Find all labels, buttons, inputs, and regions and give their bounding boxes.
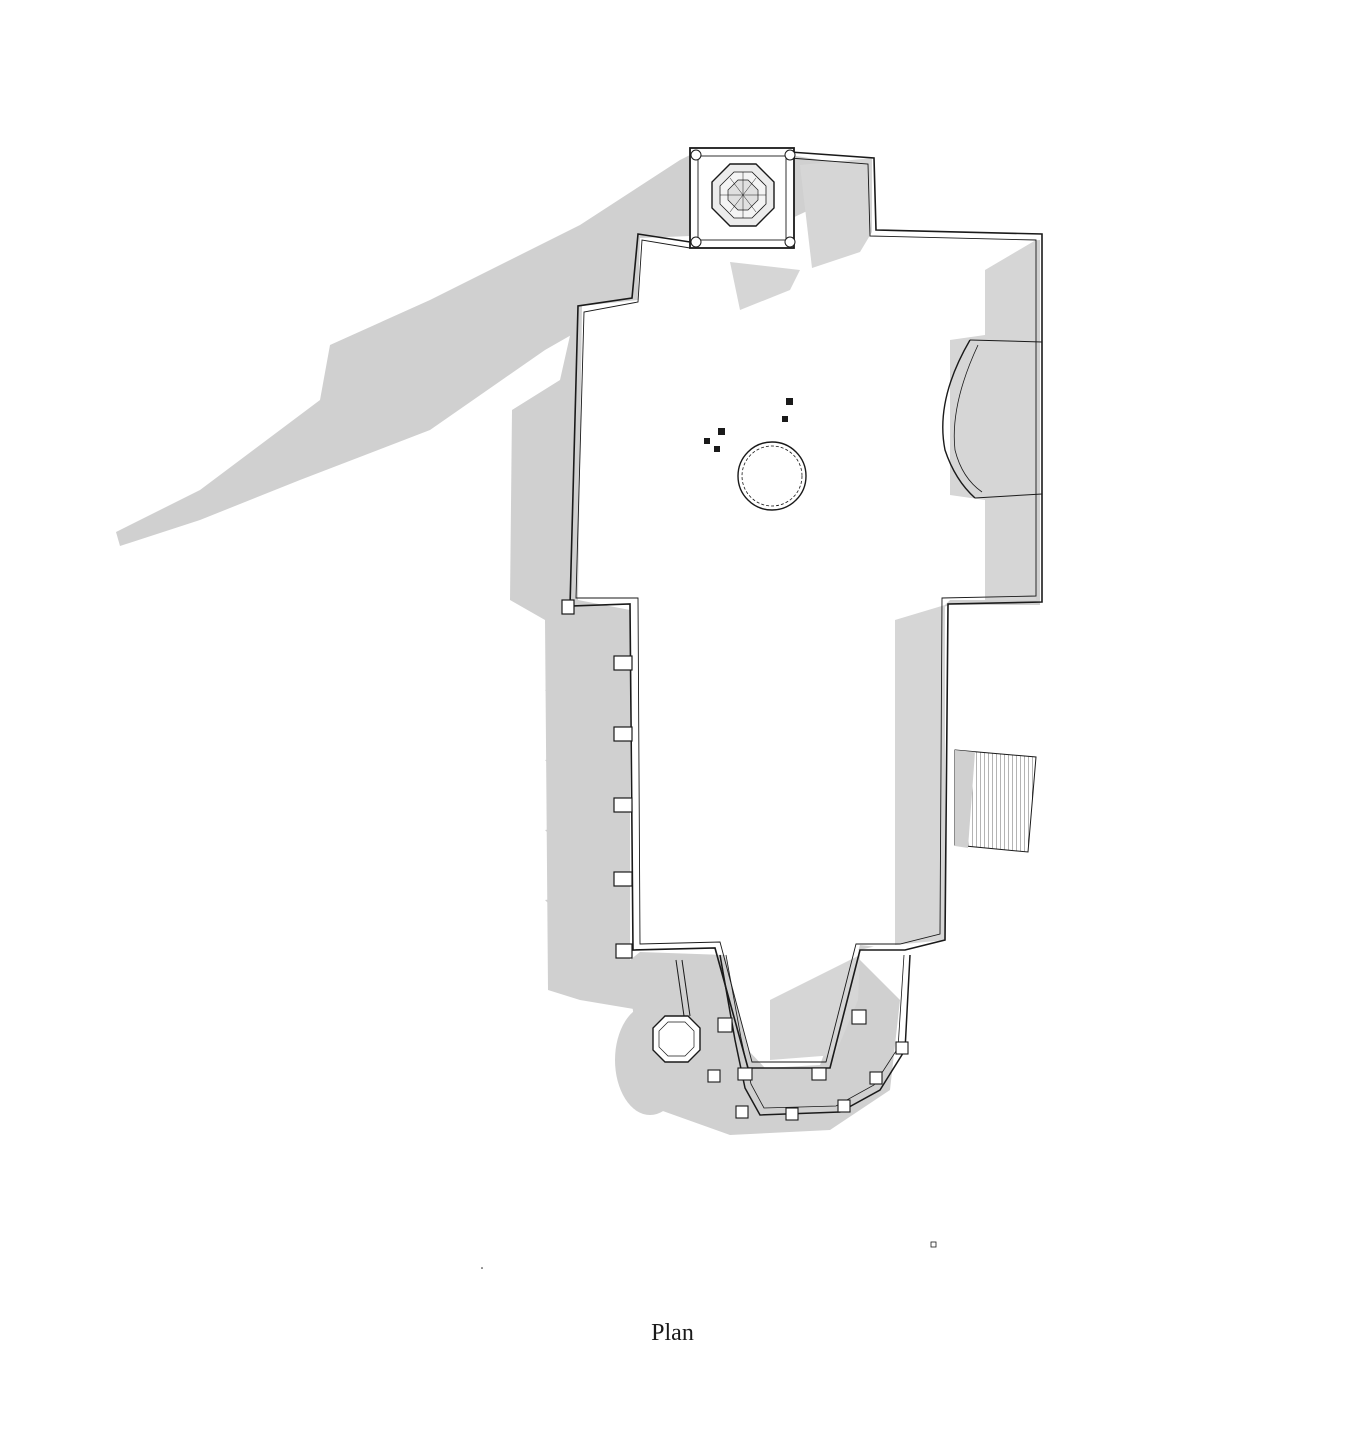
round-feature: [737, 441, 807, 511]
outer-wall: [569, 151, 1043, 1069]
walls: [569, 151, 1043, 1069]
stray-marks: [481, 1241, 937, 1269]
buttress-shadows: [545, 680, 620, 915]
bell-tower: [689, 147, 796, 249]
plan-caption: Plan: [651, 1320, 694, 1346]
east-bay: [942, 339, 1043, 499]
stair-tower: [652, 959, 701, 1063]
inner-shadows: [730, 158, 1036, 1060]
small-objects: [704, 398, 793, 452]
east-porch: [954, 749, 1037, 853]
west-buttresses: [561, 599, 633, 959]
inner-wall: [575, 157, 1037, 1063]
apse: [707, 954, 911, 1121]
